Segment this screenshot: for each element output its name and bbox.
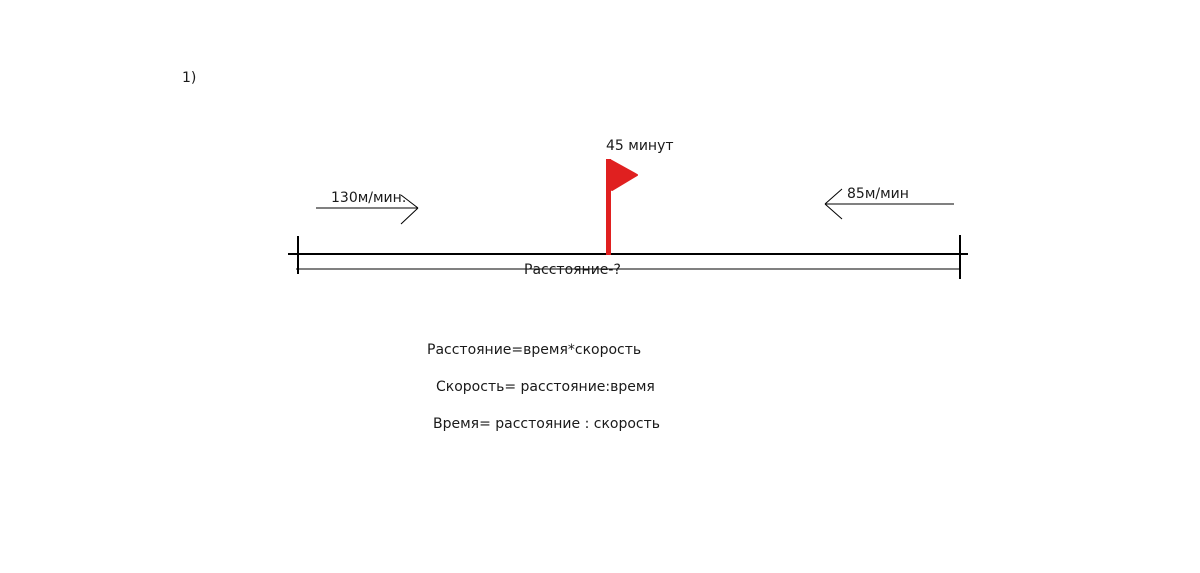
flag-icon [606, 159, 638, 255]
flag-time-label: 45 минут [606, 138, 674, 154]
formula-distance: Расстояние=время*скорость [427, 342, 642, 358]
right-speed-label: 85м/мин [847, 186, 909, 202]
formula-speed: Скорость= расстояние:время [436, 379, 655, 395]
formula-time: Время= расстояние : скорость [433, 416, 661, 432]
right-arrow-icon [824, 188, 954, 220]
left-speed-label: 130м/мин. [331, 190, 407, 206]
distance-label: Расстояние-? [524, 262, 621, 278]
problem-number: 1) [182, 70, 197, 86]
left-arrow-icon [316, 194, 419, 225]
